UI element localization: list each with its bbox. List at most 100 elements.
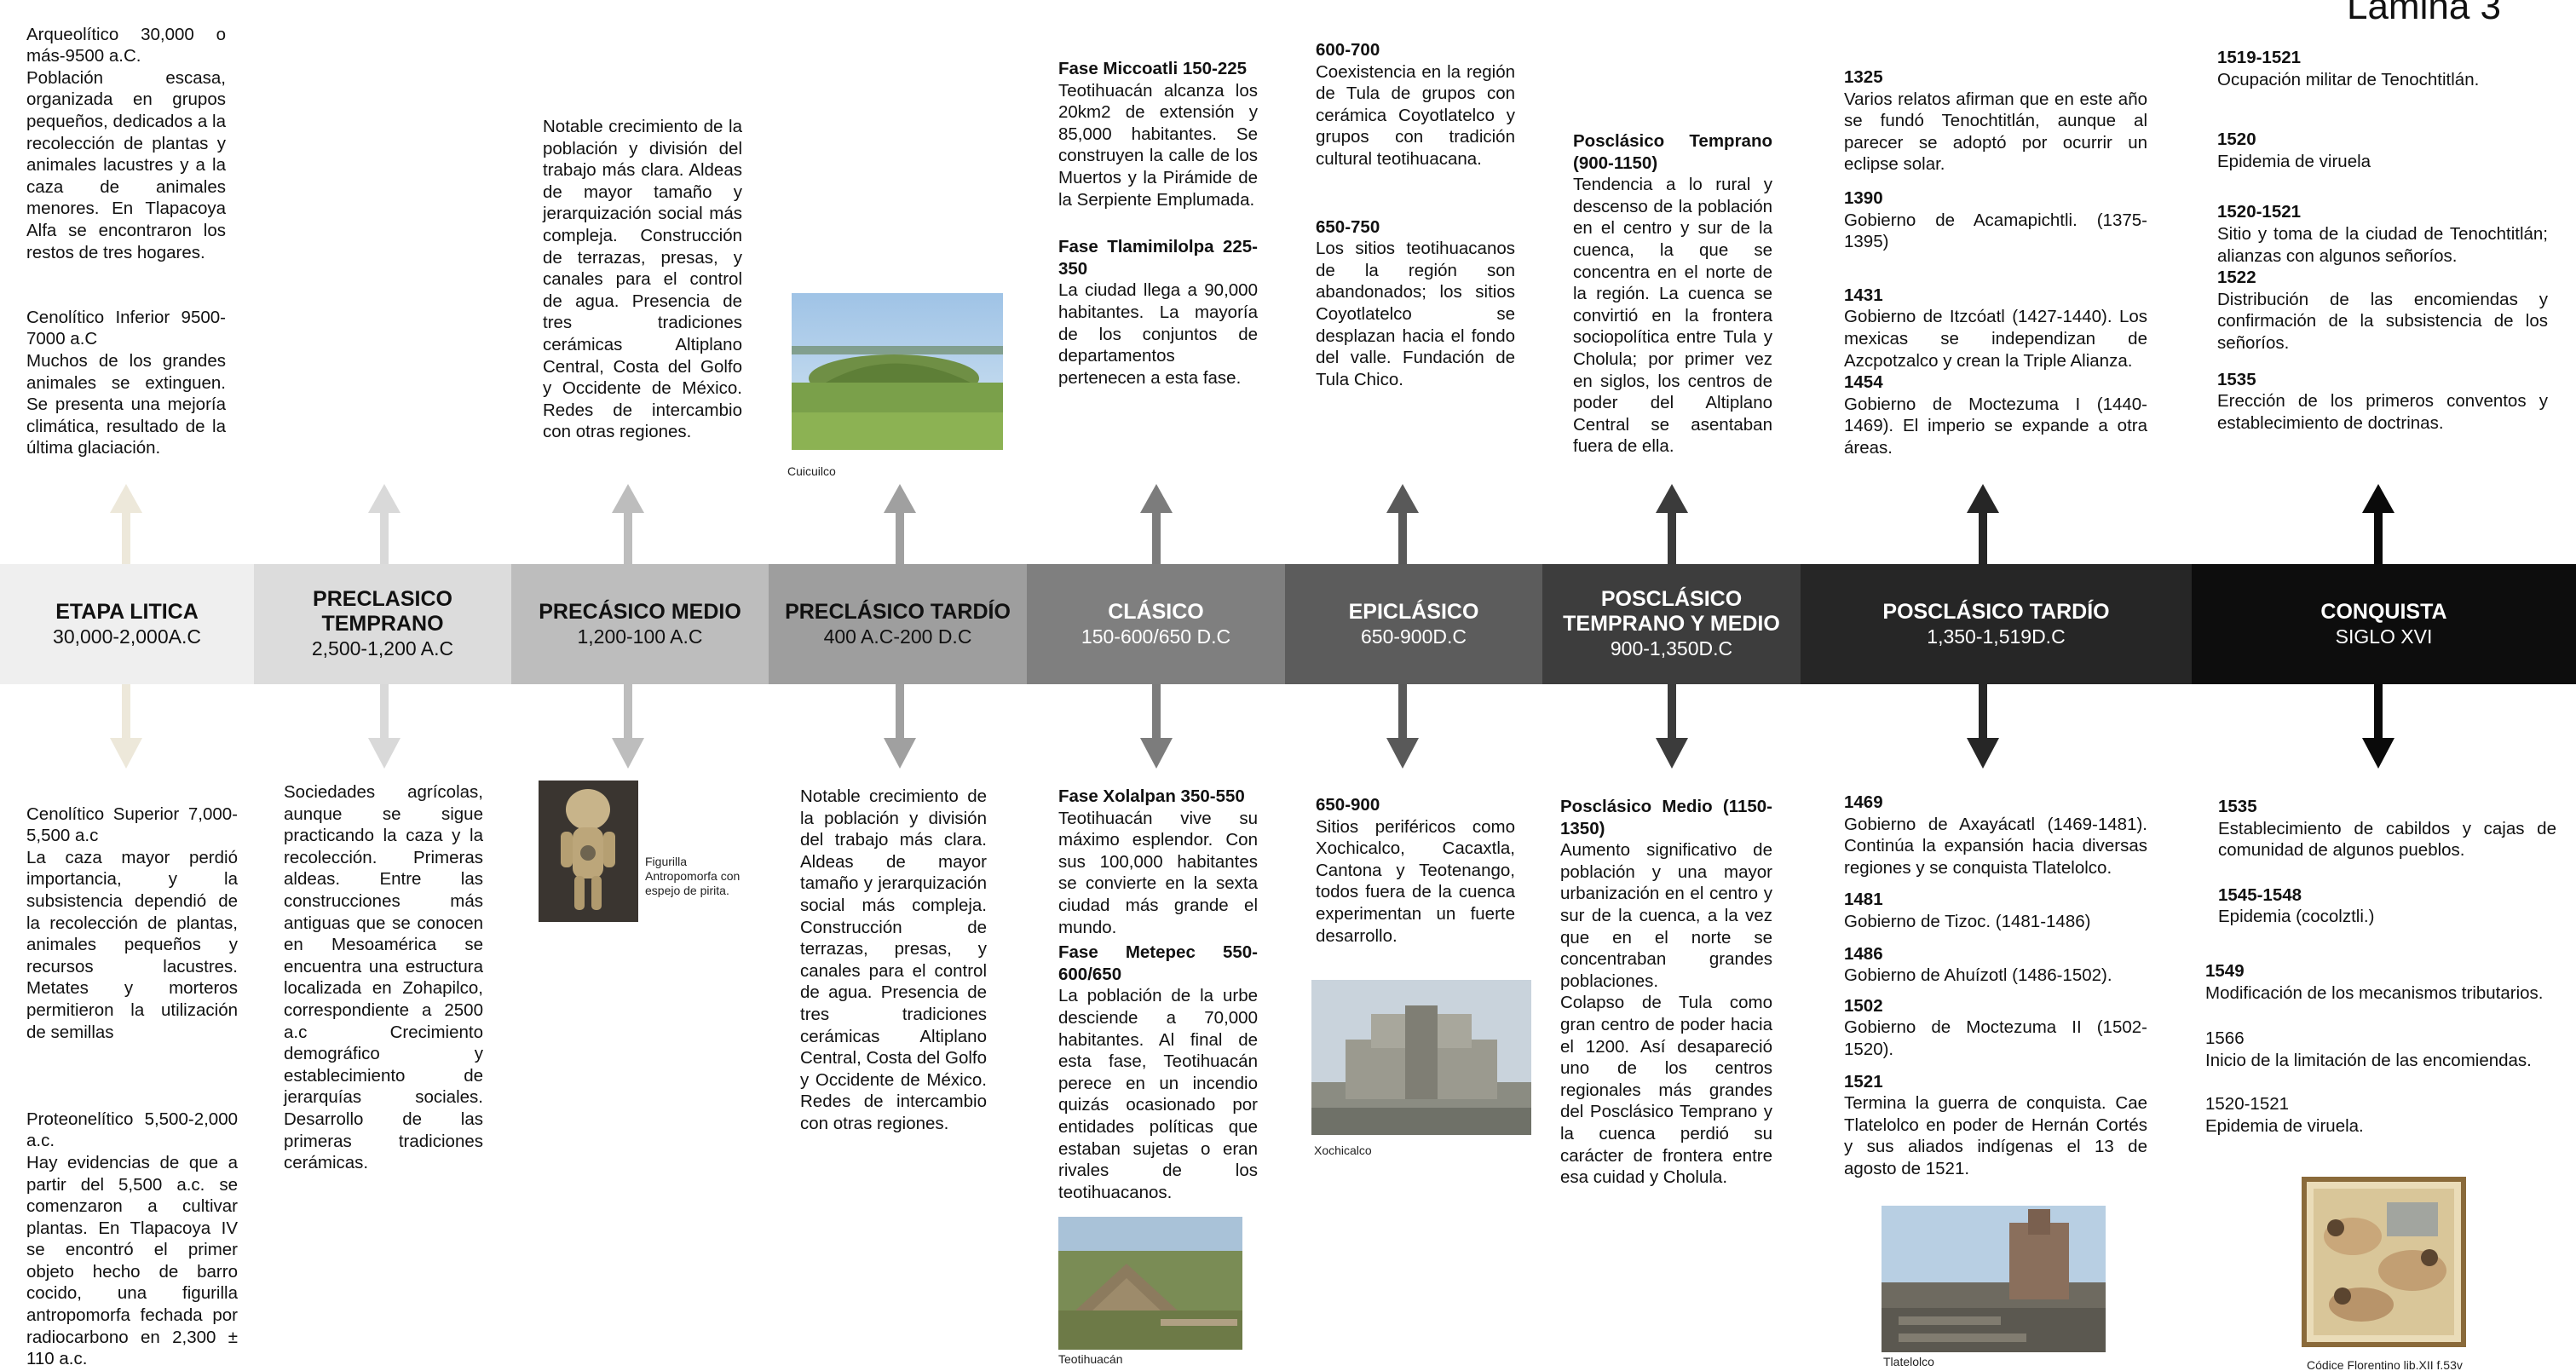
- lithic-top-arqueolitico: Arqueolítico 30,000 o más-9500 a.C. Pobl…: [26, 24, 226, 262]
- epi-600-700-heading: 600-700: [1316, 40, 1380, 60]
- proteonelitico: Proteonelítico 5,500-2,000 a.c. Hay evid…: [26, 1109, 238, 1369]
- pt-1521-body: Termina la guerra de conquista. Cae Tlat…: [1844, 1093, 2147, 1178]
- epi-650-750-heading: 650-750: [1316, 216, 1380, 237]
- arrow-up-icon: [109, 484, 143, 564]
- posclasico-temprano-body: Tendencia a lo rural y descenso de la po…: [1573, 175, 1772, 457]
- tlatelolco-caption: Tlatelolco: [1883, 1355, 1934, 1368]
- lithic-top-text: Arqueolítico 30,000 o más-9500 a.C. Pobl…: [26, 2, 226, 481]
- arrow-down-icon: [367, 684, 401, 769]
- epi-600-700-body: Coexistencia en la región de Tula de gru…: [1316, 61, 1515, 169]
- period-title: EPICLÁSICO: [1348, 599, 1479, 624]
- teotihuacan-photo: [1058, 1217, 1242, 1350]
- cq-1545-heading: 1545-1548: [2218, 884, 2302, 905]
- pt-1325-heading: 1325: [1844, 67, 1883, 87]
- epi-650-900-body: Sitios periféricos como Xochicalco, Caca…: [1316, 816, 1515, 946]
- cuicuilco-photo: [792, 293, 1003, 450]
- preclasico-tardio-bottom-text: Notable crecimiento de la población y di…: [800, 786, 987, 1133]
- cq-1549-heading: 1549: [2205, 960, 2245, 981]
- period-date: 1,350-1,519D.C: [1927, 625, 2066, 648]
- pt-1502-heading: 1502: [1844, 995, 1883, 1016]
- cq-1520-heading: 1520: [2217, 130, 2256, 150]
- pt-1431-body: Gobierno de Itzcóatl (1427-1440). Los me…: [1844, 307, 2147, 371]
- xochicalco-photo: [1311, 980, 1531, 1135]
- cq-1566-heading: 1566: [2205, 1028, 2245, 1049]
- period-date: 1,200-100 A.C: [577, 625, 703, 648]
- arrow-down-icon: [1139, 684, 1173, 769]
- pt-1325-body: Varios relatos afirman que en este año s…: [1844, 89, 2147, 175]
- arrow-down-icon: [1966, 684, 2000, 769]
- arrow-up-icon: [1386, 484, 1420, 564]
- fase-miccoatli-heading: Fase Miccoatli 150-225: [1058, 59, 1248, 78]
- tlatelolco-photo: [1882, 1206, 2106, 1352]
- posclasico-temprano-heading: Posclásico Temprano (900-1150): [1573, 131, 1772, 173]
- pt-1481-heading: 1481: [1844, 890, 1883, 910]
- preclasico-temprano-bottom-text: Sociedades agrícolas, aunque se sigue pr…: [284, 782, 483, 1173]
- period-title: CLÁSICO: [1108, 599, 1204, 624]
- arrow-up-icon: [1966, 484, 2000, 564]
- xochicalco-caption: Xochicalco: [1314, 1143, 1372, 1157]
- pt-1521-heading: 1521: [1844, 1071, 1883, 1092]
- fase-xolalpan-heading: Fase Xolalpan 350-550: [1058, 786, 1245, 806]
- epiclasico-top-text: 600-700 Coexistencia en la región de Tul…: [1316, 39, 1515, 390]
- teotihuacan-caption: Teotihuacán: [1058, 1352, 1123, 1366]
- cq-1519-body: Ocupación militar de Tenochtitlán.: [2217, 69, 2480, 89]
- cq-1535-body: Erección de los primeros conventos y est…: [2217, 391, 2548, 433]
- pt-1469-heading: 1469: [1844, 792, 1883, 812]
- period-date: 150-600/650 D.C: [1081, 625, 1231, 648]
- figurilla-caption: Figurilla Antropomorfa con espejo de pir…: [645, 855, 741, 897]
- epi-650-750-body: Los sitios teotihuacanos de la región so…: [1316, 239, 1515, 389]
- cq-1549-body: Modificación de los mecanismos tributari…: [2205, 982, 2544, 1003]
- cq-1520b-body: Epidemia de viruela.: [2205, 1115, 2364, 1136]
- conquista-bottom-text: 1535 Establecimiento de cabildos y cajas…: [2205, 796, 2556, 1138]
- cq-1535b-body: Establecimiento de cabildos y cajas de c…: [2218, 818, 2556, 861]
- pt-1454-heading: 1454: [1844, 372, 1883, 393]
- cq-1520b-heading: 1520-1521: [2205, 1094, 2290, 1115]
- epiclasico-bottom-text: 650-900 Sitios periféricos como Xochical…: [1316, 794, 1515, 947]
- arrow-up-icon: [611, 484, 645, 564]
- codice-florentino-image: [2302, 1177, 2466, 1347]
- preclasico-medio-top-text: Notable crecimiento de la población y di…: [543, 117, 742, 442]
- conquista-top-text: 1519-1521 Ocupación militar de Tenochtit…: [2217, 47, 2548, 434]
- posclasico-medio-heading: Posclásico Medio (1150-1350): [1560, 797, 1772, 838]
- cq-1566-body: Inicio de la limitación de las encomiend…: [2205, 1050, 2532, 1070]
- period-title: CONQUISTA: [2320, 599, 2447, 624]
- arrow-up-icon: [2361, 484, 2395, 564]
- arrow-up-icon: [1655, 484, 1689, 564]
- posclasico-tm-bottom-text: Posclásico Medio (1150-1350) Aumento sig…: [1560, 796, 1772, 1189]
- period-title: PRECLASICO TEMPRANO: [313, 587, 452, 636]
- cenolitico-superior: Cenolítico Superior 7,000-5,500 a.c La c…: [26, 804, 238, 1042]
- pt-1481-body: Gobierno de Tizoc. (1481-1486): [1844, 911, 2091, 931]
- pt-1486-heading: 1486: [1844, 943, 1883, 964]
- pt-1502-body: Gobierno de Moctezuma II (1502-1520).: [1844, 1017, 2147, 1059]
- arrow-down-icon: [2361, 684, 2395, 769]
- clasico-top-text: Fase Miccoatli 150-225 Teotihuacán alcan…: [1058, 58, 1258, 389]
- fase-metepec-heading: Fase Metepec 550-600/650: [1058, 942, 1258, 984]
- fase-metepec-body: La población de la urbe desciende a 70,0…: [1058, 986, 1258, 1202]
- arrow-down-icon: [109, 684, 143, 769]
- posclasico-tm-top-text: Posclásico Temprano (900-1150) Tendencia…: [1573, 130, 1772, 458]
- arrow-down-icon: [1386, 684, 1420, 769]
- arrow-down-icon: [1655, 684, 1689, 769]
- period-date: 650-900D.C: [1360, 625, 1467, 648]
- period-date: 400 A.C-200 D.C: [823, 625, 972, 648]
- period-date: SIGLO XVI: [2335, 625, 2433, 648]
- fase-xolalpan-body: Teotihuacán vive su máximo esplendor. Co…: [1058, 808, 1258, 937]
- cq-1545-body: Epidemia (cocolztli.): [2218, 907, 2375, 927]
- pt-1469-body: Gobierno de Axayácatl (1469-1481). Conti…: [1844, 814, 2147, 878]
- pt-1431-heading: 1431: [1844, 285, 1883, 305]
- codice-caption: Códice Florentino lib.XII f.53v: [2307, 1358, 2463, 1371]
- cq-1520-body: Epidemia de viruela: [2217, 151, 2371, 171]
- cq-1519-heading: 1519-1521: [2217, 48, 2302, 67]
- fase-tlamimilolpa-heading: Fase Tlamimilolpa 225-350: [1058, 237, 1258, 279]
- epi-650-900-heading: 650-900: [1316, 795, 1380, 815]
- cq-1535-heading: 1535: [2217, 369, 2256, 389]
- fase-miccoatli-body: Teotihuacán alcanza los 20km2 de extensi…: [1058, 80, 1258, 210]
